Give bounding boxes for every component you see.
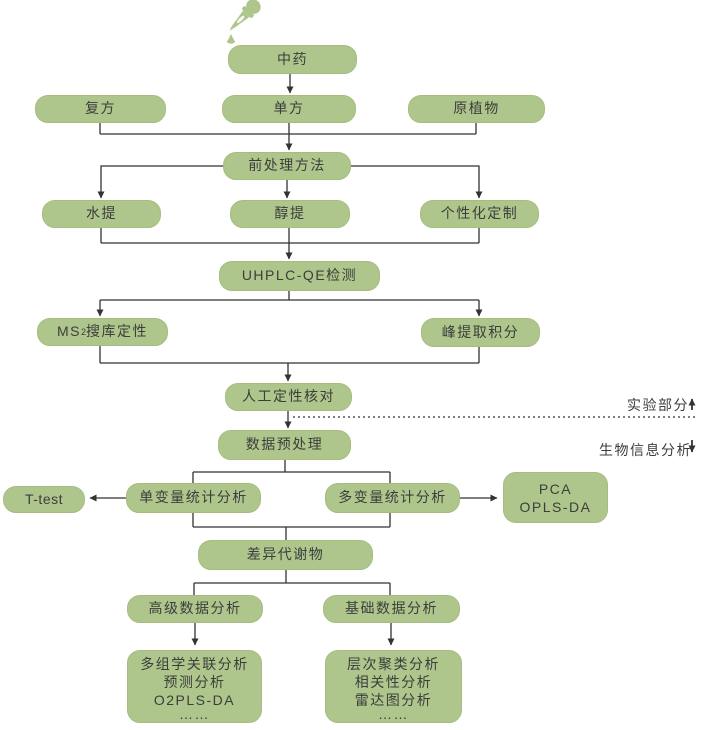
node-pca-oplsda: PCA OPLS-DA: [503, 472, 608, 523]
label-bioinformatics-section: 生物信息分析: [599, 442, 692, 458]
node-alcohol-extraction: 醇提: [230, 200, 350, 228]
node-univariate-analysis: 单变量统计分析: [126, 483, 261, 513]
node-basic-analysis: 基础数据分析: [323, 595, 460, 623]
node-original-plant: 原植物: [408, 95, 545, 123]
node-multivariate-analysis: 多变量统计分析: [325, 483, 460, 513]
basic-result-item: 层次聚类分析: [347, 655, 440, 672]
ms2-label-rest: 搜库定性: [86, 323, 148, 340]
node-manual-check: 人工定性核对: [225, 383, 352, 411]
advanced-result-item: 预测分析: [163, 673, 226, 690]
label-experiment-section: 实验部分: [627, 397, 689, 413]
advanced-result-item: ……: [179, 705, 210, 722]
advanced-result-item: O2PLS-DA: [153, 691, 236, 708]
node-basic-results: 层次聚类分析 相关性分析 雷达图分析 ……: [325, 650, 462, 723]
node-personalized-customization: 个性化定制: [420, 200, 539, 228]
node-data-preprocessing: 数据预处理: [218, 430, 351, 460]
node-t-test: T-test: [3, 486, 85, 513]
node-peak-extraction: 峰提取积分: [421, 318, 540, 347]
node-uhplc-qe-detection: UHPLC-QE检测: [219, 261, 380, 291]
node-single-formula: 单方: [222, 95, 356, 123]
node-differential-metabolites: 差异代谢物: [198, 540, 373, 570]
node-advanced-analysis: 高级数据分析: [127, 595, 263, 623]
node-pretreatment-method: 前处理方法: [223, 152, 351, 180]
node-water-extraction: 水提: [42, 200, 161, 228]
node-tcm: 中药: [228, 45, 357, 74]
basic-result-item: ……: [378, 705, 409, 722]
ms2-label-base: MS: [56, 323, 81, 340]
node-compound-formula: 复方: [35, 95, 166, 123]
oplsda-line: OPLS-DA: [519, 498, 592, 515]
pca-line: PCA: [538, 480, 573, 497]
node-advanced-results: 多组学关联分析 预测分析 O2PLS-DA ……: [127, 650, 262, 723]
advanced-result-item: 多组学关联分析: [140, 655, 249, 672]
dropper-icon: [227, 0, 261, 44]
basic-result-item: 相关性分析: [354, 673, 433, 690]
basic-result-item: 雷达图分析: [354, 691, 433, 708]
